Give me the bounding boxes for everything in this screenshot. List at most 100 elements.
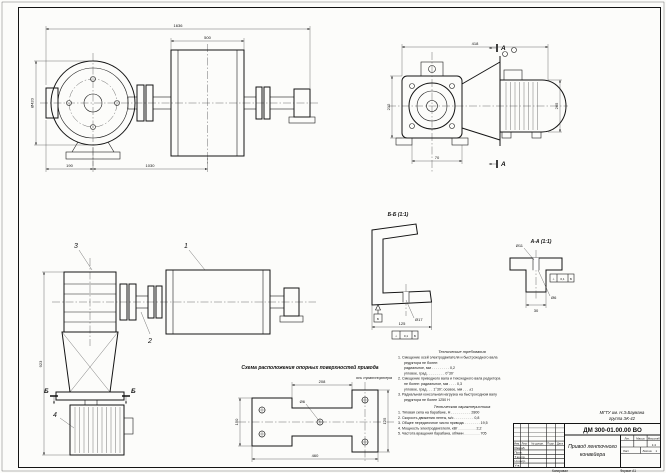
dim-span: 1030 bbox=[146, 163, 156, 168]
dim-left: 190 bbox=[66, 163, 73, 168]
support-points bbox=[258, 396, 369, 446]
copy-note: Копировал bbox=[552, 469, 568, 473]
schema-caption: Схема расположения опорных поверхностей … bbox=[241, 364, 378, 371]
org-note-line1: МГТУ им. Н.Э.Баумана bbox=[600, 410, 645, 415]
tech-requirements-line: 3. Радиальная консольная нагрузка на быс… bbox=[398, 393, 497, 397]
col-doc: № докум. bbox=[531, 442, 544, 446]
view-gearbox-motor: А А 418 212 70 265 bbox=[386, 41, 568, 172]
mounting-schema: Схема расположения опорных поверхностей … bbox=[234, 364, 394, 462]
dim-aa-hole-top: Ø11 bbox=[516, 243, 524, 248]
datum-letter: Б bbox=[377, 317, 379, 321]
row-prov: Пров. bbox=[515, 450, 523, 454]
callout-2: 2 bbox=[147, 338, 152, 345]
tech-requirements-line: угловое, град . . . 1°30'; осевое, мм . … bbox=[404, 387, 473, 391]
tech-characteristics: Техническая характеристика 1. Тяговая си… bbox=[398, 404, 491, 436]
dim-bb-hole: Ø17 bbox=[415, 317, 423, 322]
dim-schema-top: 208 bbox=[319, 379, 326, 384]
section-a-letter-bottom: А bbox=[500, 161, 506, 168]
tolerance-frame: ⊥ 0,1 Б bbox=[391, 330, 419, 340]
dim-gearbox-top: 418 bbox=[472, 41, 479, 46]
doc-number: ДМ 300-01.00.00 ВО bbox=[583, 427, 642, 434]
dim-side-height: 923 bbox=[38, 360, 43, 367]
col-list: Лист bbox=[521, 442, 528, 446]
dim-schema-bottom: 460 bbox=[312, 453, 319, 458]
title-block: Изм. Лист № докум. Подп. Дата Разраб. Пр… bbox=[513, 423, 661, 468]
terminal-box bbox=[503, 69, 523, 81]
base-plate bbox=[55, 391, 125, 401]
tolerance-datum: Б bbox=[414, 334, 416, 338]
dim-gearbox-left: 212 bbox=[386, 103, 391, 110]
tech-requirements-header: Технические требования bbox=[438, 349, 486, 354]
tolerance-symbol: ⊥ bbox=[552, 277, 555, 281]
field-sheets: Листов bbox=[643, 449, 653, 453]
field-scale-value: 1:4 bbox=[652, 443, 657, 447]
tech-characteristics-line: 4. Мощность электродвигателя, кВт . . . … bbox=[398, 426, 481, 430]
drawing-title-line1: Привод ленточного bbox=[568, 444, 617, 450]
dim-aa-hole-bottom: Ø6 bbox=[551, 295, 557, 300]
pulley-hub bbox=[45, 87, 59, 119]
org-note-line2: группа ЭК-42 bbox=[609, 416, 636, 421]
tech-characteristics-line: 1. Тяговая сила на барабане, Н . . . . .… bbox=[398, 411, 479, 415]
callout-3: 3 bbox=[74, 243, 78, 250]
tech-characteristics-line: 2. Скорость движения ленты, м/с . . . . … bbox=[398, 416, 479, 420]
callout-4: 4 bbox=[53, 412, 57, 419]
dim-pulley-diameter: Ø420 bbox=[30, 97, 35, 108]
drawing-title-line2: конвейера bbox=[580, 451, 605, 458]
section-b-letter-right: Б bbox=[131, 388, 136, 395]
section-aa-label: А-А (1:1) bbox=[530, 239, 552, 245]
field-sheets-value: 1 bbox=[656, 449, 658, 453]
dim-schema-left: 150 bbox=[234, 418, 239, 425]
tolerance-symbol: ⊥ bbox=[395, 334, 398, 338]
dim-overall: 1636 bbox=[174, 23, 184, 28]
field-mass: Масса bbox=[636, 437, 645, 441]
tech-requirements-line: угловое, град . . . . . . . . . 0°30' bbox=[404, 371, 454, 375]
field-scale: Масштаб bbox=[648, 437, 660, 441]
dim-gearbox-bottom: 70 bbox=[435, 155, 440, 160]
tech-characteristics-line: 5. Частота вращения барабана, об/мин . .… bbox=[398, 432, 487, 436]
view-front-drive: 1636 500 190 1030 Ø420 bbox=[30, 23, 318, 172]
datum-flag: Б bbox=[373, 303, 383, 323]
row-nkontr: Н.контр. bbox=[515, 459, 527, 463]
tech-requirements-line: 1. Смещение осей электродвигателя и быст… bbox=[398, 356, 497, 360]
row-utv: Утв. bbox=[515, 464, 521, 468]
row-razrab: Разраб. bbox=[515, 446, 526, 450]
dim-bb-width: 125 bbox=[399, 321, 406, 326]
coupling-flange bbox=[255, 86, 263, 120]
tech-characteristics-header: Техническая характеристика bbox=[434, 404, 491, 409]
section-b-letter-left: Б bbox=[44, 388, 49, 395]
tech-requirements-line: радиальное, мм . . . . . . . . . 0,2 bbox=[404, 366, 455, 370]
field-lit: Лит. bbox=[625, 437, 630, 441]
section-a-letter-top: А bbox=[500, 45, 506, 52]
tech-requirements-line: редуктора не более: bbox=[404, 361, 438, 365]
tolerance-value: 0,1 bbox=[404, 334, 409, 338]
support-surface-outline bbox=[251, 389, 379, 453]
field-sheet: Лист bbox=[623, 449, 630, 453]
input-shaft-cover bbox=[420, 61, 444, 77]
tech-characteristics-line: 3. Общее передаточное число привода . . … bbox=[398, 421, 488, 425]
dim-motor-right: 265 bbox=[554, 102, 559, 109]
col-izm: Изм. bbox=[514, 442, 520, 446]
coupling-flange bbox=[119, 283, 128, 321]
tolerance-frame: ⊥ 0,1 Б bbox=[549, 273, 575, 283]
section-bb-label: Б-Б (1:1) bbox=[388, 212, 409, 218]
org-note: МГТУ им. Н.Э.Баумана группа ЭК-42 bbox=[600, 410, 645, 421]
tech-requirements-line: не более: радиальное, мм . . . . 0,3 bbox=[404, 382, 462, 386]
inner-frame bbox=[18, 7, 661, 468]
section-aa: А-А (1:1) Ø11 Ø6 30 ⊥ 0,1 Б bbox=[509, 239, 575, 313]
dim-drum: 500 bbox=[204, 35, 211, 40]
motor-fins bbox=[74, 407, 121, 453]
tech-requirements-line: 2. Смещение приводного вала и тихоходног… bbox=[398, 377, 500, 381]
format-note: Формат А1 bbox=[620, 469, 636, 473]
col-date: Дата bbox=[557, 442, 564, 446]
tech-requirements: Технические требования 1. Смещение осей … bbox=[398, 349, 500, 402]
bracket-section bbox=[371, 223, 433, 306]
tolerance-datum: Б bbox=[570, 277, 572, 281]
schema-note: ось транспортера bbox=[356, 375, 393, 380]
tech-requirements-line: редуктора не более 1250 Н bbox=[404, 398, 450, 402]
motor-bracket bbox=[461, 56, 501, 146]
motor-fins bbox=[505, 82, 538, 130]
col-sign: Подп. bbox=[547, 442, 555, 446]
